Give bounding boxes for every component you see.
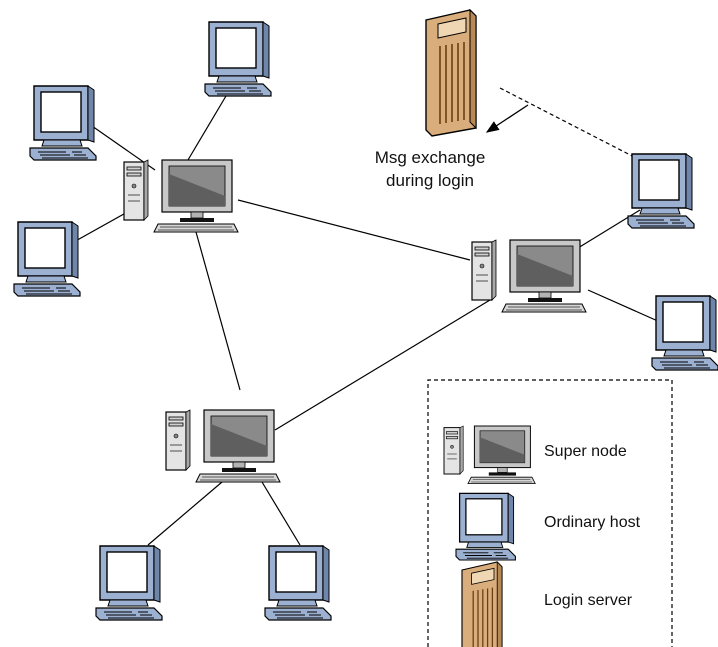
login-server-icon xyxy=(461,561,503,647)
link-super3-host-bottom-right xyxy=(261,481,301,546)
legend-border xyxy=(427,379,673,647)
link-super1-host-top xyxy=(184,95,227,166)
login-dashed-link xyxy=(499,87,641,161)
ordinary-host-icon xyxy=(204,21,272,97)
legend: Super node Ordinary host Login server xyxy=(427,379,673,647)
login-arrow xyxy=(485,104,529,133)
ordinary-host-icon xyxy=(455,492,517,561)
ordinary-host-icon xyxy=(29,85,97,161)
annotation-line-1: Msg exchange xyxy=(375,148,486,167)
ordinary-host-icon xyxy=(95,545,163,621)
legend-label-login-server: Login server xyxy=(544,592,633,609)
ordinary-host-icon xyxy=(627,153,695,229)
annotation-line-2: during login xyxy=(386,171,474,190)
legend-label-ordinary-host: Ordinary host xyxy=(544,514,641,531)
legend-label-super-node: Super node xyxy=(544,443,627,460)
link-super3-super2 xyxy=(274,299,491,431)
ordinary-host-icon xyxy=(13,221,81,297)
link-super3-host-bottom-left xyxy=(147,481,223,546)
ordinary-host-icon xyxy=(264,545,332,621)
connections xyxy=(71,95,661,546)
super-node-icon xyxy=(443,425,536,485)
super-node-icon xyxy=(165,409,281,483)
link-super1-super2 xyxy=(237,199,471,261)
ordinary-host-icon xyxy=(651,295,718,371)
super-node-icon xyxy=(123,159,239,233)
link-super2-host-far-right xyxy=(587,289,661,323)
link-super1-super3 xyxy=(195,231,241,391)
login-server-icon xyxy=(425,9,477,137)
